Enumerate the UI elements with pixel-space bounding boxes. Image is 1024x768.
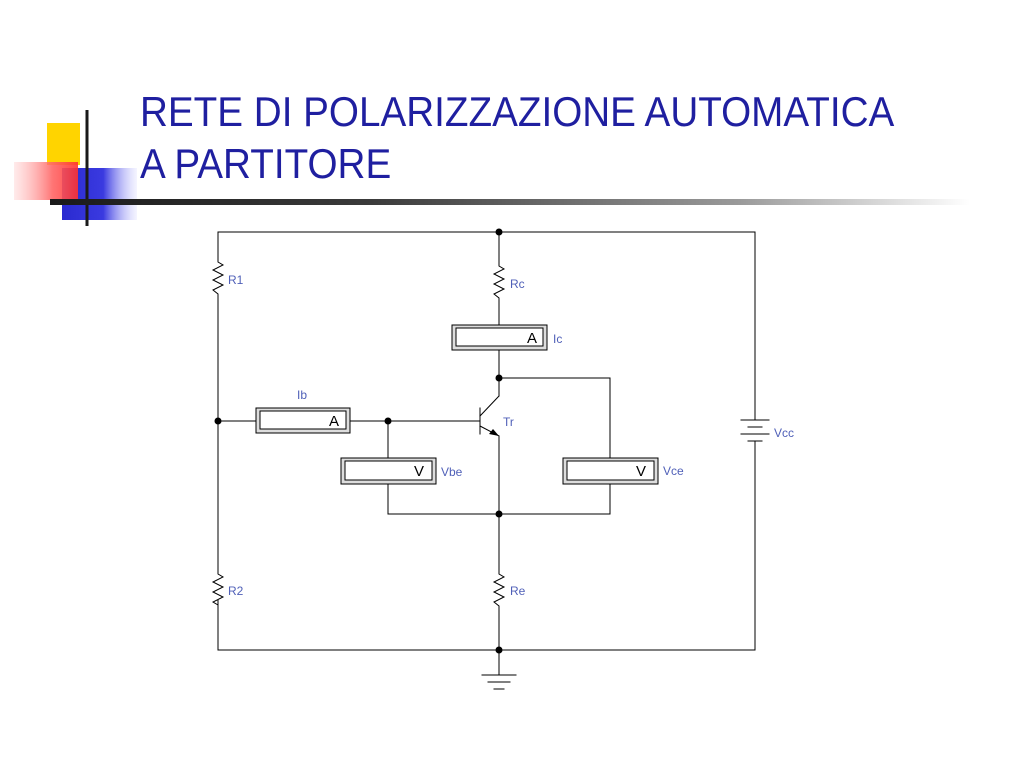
wire-top: [217, 231, 756, 416]
junction-top: [495, 228, 503, 236]
slide-title-line-1: RETE DI POLARIZZAZIONE AUTOMATICA: [140, 88, 895, 135]
transistor-emitter-arrow: [489, 429, 499, 436]
junction-bottom: [495, 646, 503, 654]
label-re: Re: [510, 584, 526, 598]
red-square: [14, 162, 78, 200]
wire-bottom: [217, 444, 756, 651]
resistor-r1: [211, 257, 225, 301]
transistor-collector: [479, 395, 500, 417]
wire-vce-top: [498, 377, 611, 459]
label-ib: Ib: [297, 388, 307, 402]
slide-title: RETE DI POLARIZZAZIONE AUTOMATICA A PART…: [140, 86, 940, 190]
label-rc: Rc: [510, 277, 525, 291]
voltmeter-vbe: V: [340, 457, 437, 485]
label-r1: R1: [228, 273, 244, 287]
resistor-rc: [492, 261, 506, 303]
label-r2: R2: [228, 584, 244, 598]
yellow-square: [47, 123, 80, 165]
junction-emitter: [495, 510, 503, 518]
slide-title-line-2: A PARTITORE: [140, 140, 392, 187]
label-vcc: Vcc: [774, 426, 794, 440]
ammeter-ib-letter: A: [329, 413, 339, 430]
ammeter-ib: A: [255, 407, 351, 434]
title-underline: [50, 199, 970, 205]
voltmeter-vce-letter: V: [636, 463, 646, 480]
voltmeter-vce: V: [562, 457, 659, 485]
voltmeter-vbe-letter: V: [414, 463, 424, 480]
junction-base-left: [214, 417, 222, 425]
label-tr: Tr: [503, 415, 514, 429]
ammeter-ic-letter: A: [527, 330, 537, 347]
label-ic: Ic: [553, 332, 562, 346]
decorative-corner-squares: [14, 110, 137, 226]
resistor-r2: [211, 569, 225, 613]
label-vce: Vce: [663, 464, 684, 478]
label-vbe: Vbe: [441, 465, 463, 479]
junction-base-right: [384, 417, 392, 425]
resistor-re: [492, 569, 506, 611]
junction-collector: [495, 374, 503, 382]
ammeter-ic: A: [451, 324, 548, 351]
